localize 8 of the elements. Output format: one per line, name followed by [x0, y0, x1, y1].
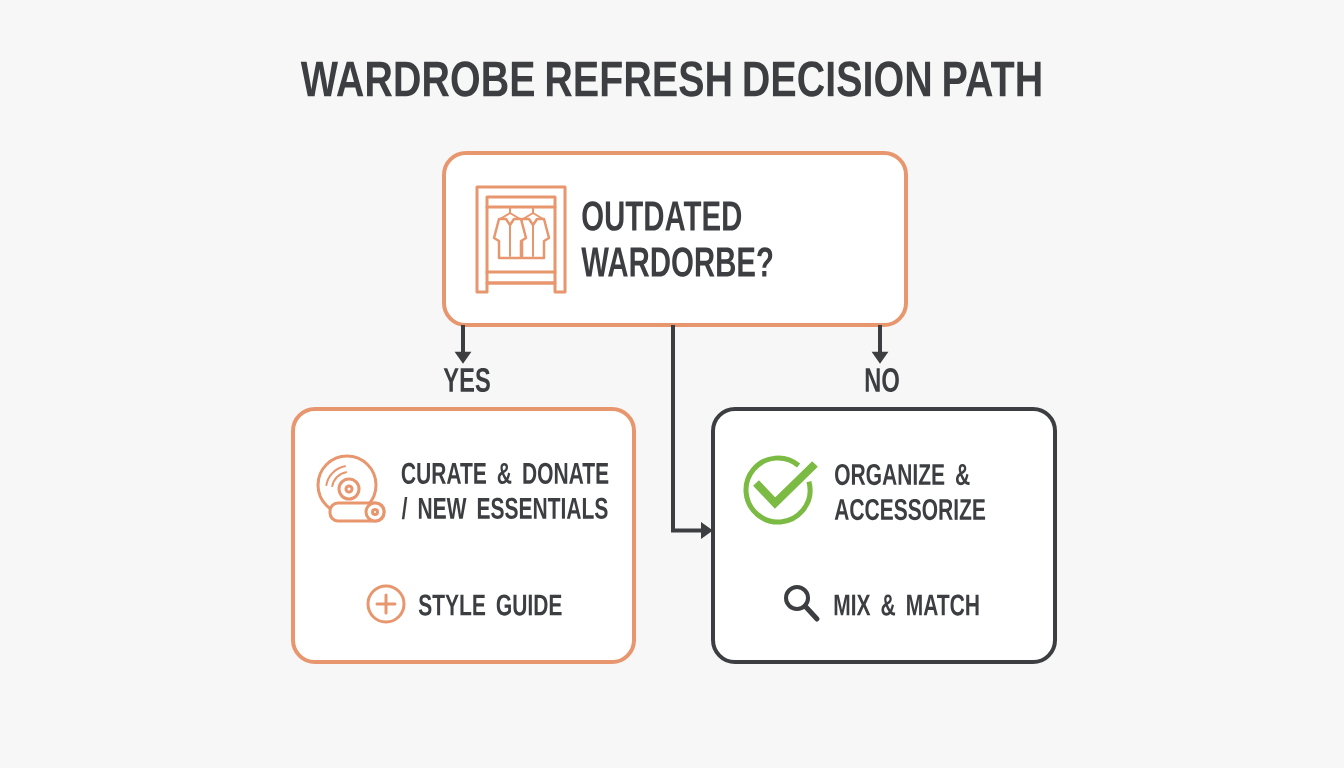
- step-detail: STYLE GUIDE: [418, 594, 562, 616]
- step-heading: ORGANIZE & ACCESSORIZE: [834, 463, 986, 521]
- diagram-title: WARDROBE REFRESH DECISION PATH: [300, 61, 1041, 97]
- branch-label: NO: [865, 367, 899, 393]
- branch-label: YES: [443, 367, 490, 393]
- step-heading: CURATE & DONATE / NEW ESSENTIALS: [401, 462, 609, 520]
- step-detail: MIX & MATCH: [834, 594, 979, 616]
- question-text: OUTDATED WARDORBE?: [581, 201, 773, 277]
